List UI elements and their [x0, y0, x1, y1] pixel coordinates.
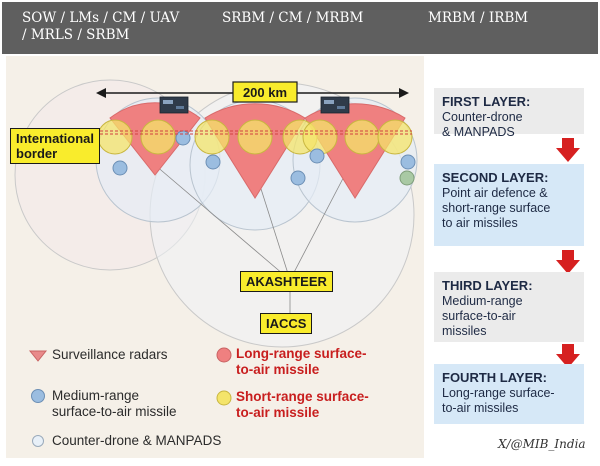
short-range-circle — [302, 119, 338, 155]
layer-title: SECOND LAYER: — [442, 170, 549, 185]
layer-title: FIRST LAYER: — [442, 94, 531, 109]
layer-desc-line: missiles — [442, 324, 487, 338]
layer-box-second: SECOND LAYER: Point air defence & short-… — [434, 164, 584, 246]
legend-medium-range: Medium-range surface-to-air missile — [52, 388, 177, 420]
legend-medium-range-line-2: surface-to-air missile — [52, 404, 177, 419]
long-range-legend-dot — [216, 347, 232, 363]
threat-column-short: SOW / LMs / CM / UAV / MRLS / SRBM — [22, 10, 179, 44]
distance-label-box — [232, 81, 298, 103]
medium-range-site — [205, 154, 221, 170]
layer-desc-line: to-air missiles — [442, 401, 519, 415]
layer-box-fourth: FOURTH LAYER: Long-range surface- to-air… — [434, 364, 584, 424]
threat-column-medium: SRBM / CM / MRBM — [222, 10, 363, 27]
layer-title: THIRD LAYER: — [442, 278, 533, 293]
legend-medium-range-line-1: Medium-range — [52, 388, 140, 403]
network-link — [154, 164, 291, 281]
short-range-circle — [344, 119, 380, 155]
legend-counter-drone-text: Counter-drone & MANPADS — [52, 433, 222, 448]
counter-drone-site — [399, 170, 415, 186]
iaccs-tag: IACCS — [260, 313, 313, 334]
legend-short-range-line-1: Short-range surface- — [236, 389, 369, 404]
distance-arrow-head-right — [399, 88, 409, 98]
threat-long-text: MRBM / IRBM — [428, 10, 529, 26]
counter-drone-legend-dot — [32, 435, 44, 447]
layer-desc-line: surface-to-air — [442, 309, 516, 323]
threat-column-long: MRBM / IRBM — [428, 10, 528, 27]
threat-line-1: SOW / LMs / CM / UAV — [22, 10, 180, 26]
layer-desc-line: Point air defence & — [442, 186, 548, 200]
layer-desc-line: short-range surface — [442, 201, 551, 215]
short-range-circle — [97, 119, 133, 155]
legend-long-range-line-1: Long-range surface- — [236, 346, 367, 361]
short-range-circle — [194, 119, 230, 155]
medium-range-site — [290, 170, 306, 186]
network-link — [289, 164, 351, 281]
arrow-down-icon — [556, 250, 580, 274]
arrow-down-icon — [556, 138, 580, 162]
legend-radar: Surveillance radars — [52, 347, 168, 363]
medium-range-site — [400, 154, 416, 170]
satellite-drone-icon — [320, 96, 350, 114]
medium-range-site — [175, 130, 191, 146]
layer-desc-line: to air missiles — [442, 216, 518, 230]
layer-desc-line: Counter-drone — [442, 110, 523, 124]
iaccs-label: IACCS — [266, 316, 307, 331]
legend-short-range: Short-range surface- to-air missile — [236, 389, 369, 421]
medium-range-legend-dot — [31, 389, 45, 403]
medium-range-site — [112, 160, 128, 176]
layer-desc-line: Medium-range — [442, 294, 523, 308]
legend-counter-drone: Counter-drone & MANPADS — [52, 433, 221, 449]
threat-line-2: / MRLS / SRBM — [22, 27, 130, 43]
international-border-tag: International border — [10, 128, 101, 164]
akashteer-tag: AKASHTEER — [240, 271, 333, 292]
distance-label: 200 km — [243, 85, 287, 100]
akashteer-label: AKASHTEER — [246, 274, 327, 289]
layer-box-third: THIRD LAYER: Medium-range surface-to-air… — [434, 272, 584, 342]
surveillance-radar-icon — [28, 350, 48, 362]
distance-arrow-head-left — [96, 88, 106, 98]
threat-header-bar: SOW / LMs / CM / UAV / MRLS / SRBM SRBM … — [2, 2, 598, 54]
arrow-down-icon — [556, 344, 580, 368]
short-range-circle — [237, 119, 273, 155]
legend-radar-text: Surveillance radars — [52, 347, 168, 362]
layer-title: FOURTH LAYER: — [442, 370, 547, 385]
satellite-drone-icon — [159, 96, 189, 114]
border-label-line-1: International — [16, 131, 95, 146]
short-range-circle — [377, 119, 413, 155]
border-label-line-2: border — [16, 146, 58, 161]
layer-desc-line: Long-range surface- — [442, 386, 555, 400]
short-range-circle — [140, 119, 176, 155]
layer-box-first: FIRST LAYER: Counter-drone & MANPADS — [434, 88, 584, 139]
legend-long-range: Long-range surface- to-air missile — [236, 346, 367, 378]
short-range-legend-dot — [216, 390, 232, 406]
source-credit: X/@MIB_India — [498, 437, 586, 451]
layer-desc-line: & MANPADS — [442, 125, 515, 139]
legend-short-range-line-2: to-air missile — [236, 405, 320, 420]
medium-range-site — [309, 148, 325, 164]
threat-medium-text: SRBM / CM / MRBM — [222, 10, 364, 26]
legend-long-range-line-2: to-air missile — [236, 362, 320, 377]
